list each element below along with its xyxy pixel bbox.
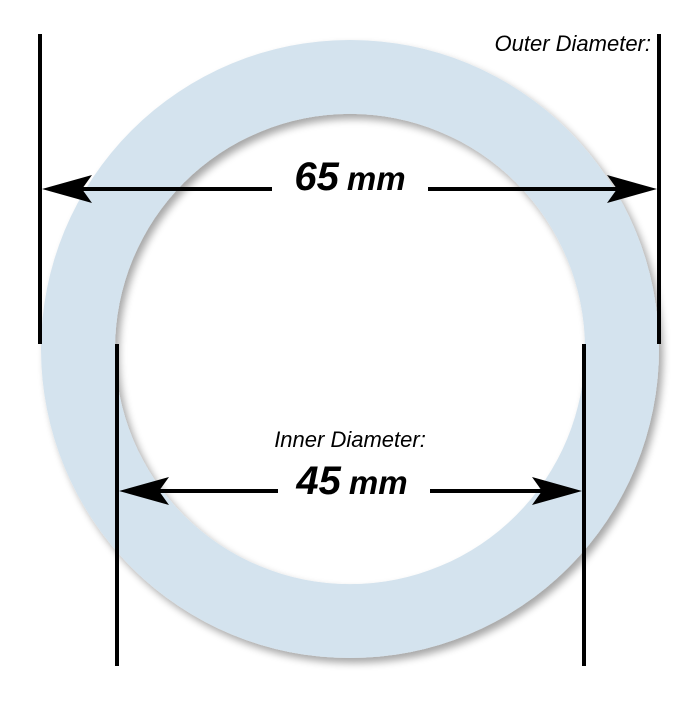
gasket-ring xyxy=(41,40,659,658)
inner-diameter-caption: Inner Diameter: xyxy=(274,427,426,452)
outer-arrow-left-icon xyxy=(42,175,92,203)
inner-arrow-right-icon xyxy=(532,477,582,505)
inner-arrow-left-icon xyxy=(119,477,169,505)
outer-diameter-caption: Outer Diameter: xyxy=(495,31,652,56)
outer-arrow-right-icon xyxy=(607,175,657,203)
